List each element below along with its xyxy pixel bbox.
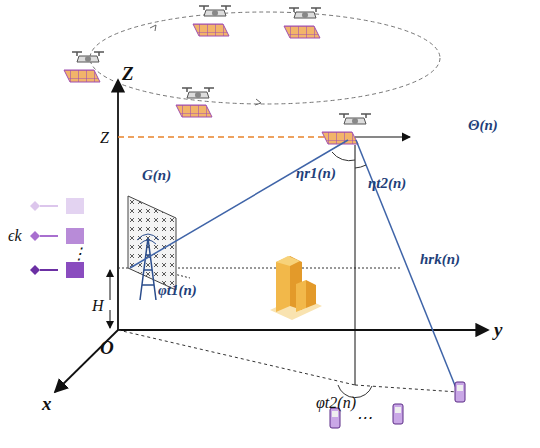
angle-label: ηt2(n) xyxy=(368,176,406,191)
ellipsis: ⋮ xyxy=(71,246,87,262)
origin-label: O xyxy=(100,338,114,357)
channel-label: hrk(n) xyxy=(420,252,460,267)
channel-label: G(n) xyxy=(142,168,171,183)
axis-label: Z xyxy=(122,64,134,83)
stream-label: ϵk xyxy=(8,228,22,244)
ris-phase-label: Θ(n) xyxy=(468,118,498,133)
axis-label: x xyxy=(42,394,52,413)
altitude-label: Z xyxy=(100,130,109,146)
ellipsis: ⋯ xyxy=(356,410,372,426)
height-label: H xyxy=(92,298,104,314)
angle-label: φt2(n) xyxy=(316,395,356,411)
angle-label: φt1(n) xyxy=(158,283,197,298)
angle-label: ηr1(n) xyxy=(296,166,336,181)
axis-label: y xyxy=(494,320,502,339)
